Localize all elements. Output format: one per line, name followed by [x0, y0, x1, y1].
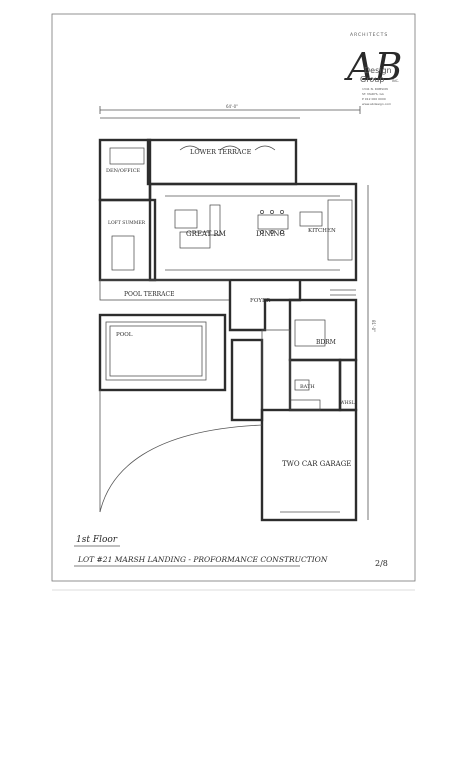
room-pool-terrace: POOL TERRACE [124, 291, 175, 298]
sheet-number: 2/8 [375, 559, 388, 568]
room-great-rm: GREAT RM [186, 230, 226, 238]
firm-address-1: 1341 N. ROBSON [362, 87, 388, 91]
side-dimension: 81'-0" [371, 320, 376, 332]
room-foyer: FOYER [250, 298, 271, 304]
room-bdrm: BDRM [316, 339, 336, 346]
firm-suffix: INC. [392, 79, 399, 83]
firm-logo: ARCHITECTS AB Design Group INC. 1341 N. … [344, 32, 402, 106]
driveway-curve [99, 424, 263, 513]
firm-name-line1: Design [364, 66, 392, 75]
pool-area [98, 313, 227, 392]
project-title: LOT #21 MARSH LANDING - PROFORMANCE CONS… [77, 555, 328, 564]
logo-letters: AB [344, 45, 402, 89]
firm-address-2: ST. MARYS, GA [362, 92, 385, 96]
room-den-office: DEN/OFFICE [106, 168, 141, 174]
furniture-sketch [109, 145, 353, 411]
title-strip: 1st Floor LOT #21 MARSH LANDING - PROFOR… [74, 535, 388, 568]
firm-address-3: P 912 000 0000 [362, 97, 386, 101]
room-whsl: WHSL [340, 400, 355, 406]
sheet-border [51, 13, 416, 582]
firm-address-4: www.abdesign.com [362, 102, 391, 106]
room-bath: BATH [300, 384, 315, 390]
room-dining: DINING [256, 230, 285, 238]
firm-name-line2: Group [360, 75, 384, 84]
room-two-car-garage: TWO CAR GARAGE [282, 460, 351, 468]
room-pool: POOL [116, 332, 133, 338]
room-loft-summer: LOFT SUMMER [108, 220, 146, 226]
overall-dimension: 64'-0" [226, 104, 238, 109]
room-labels: LOWER TERRACE DEN/OFFICE GREAT RM DINING… [106, 148, 355, 468]
room-kitchen: KITCHEN [308, 228, 336, 234]
floor-label: 1st Floor [76, 535, 118, 545]
room-lower-terrace: LOWER TERRACE [190, 148, 252, 156]
dimension-lines: 64'-0" 81'-0" [99, 104, 376, 520]
firm-header: ARCHITECTS [350, 32, 388, 38]
